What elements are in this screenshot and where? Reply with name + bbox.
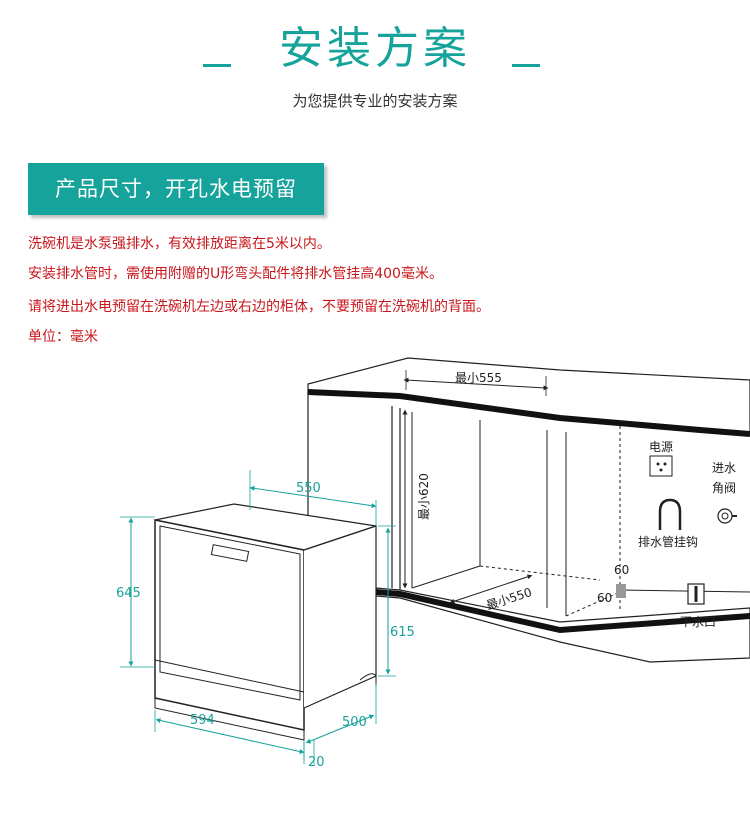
- dim-machine-depth: 500: [342, 715, 367, 730]
- inlet-valve-icon: 进水 角阀: [712, 461, 737, 524]
- page-title: 安装方案: [279, 23, 471, 74]
- utility-hole-marker: [616, 584, 626, 598]
- power-outlet-icon: 电源: [649, 440, 673, 477]
- drain-outlet-icon: 下水口: [680, 583, 716, 629]
- note-unit: 单位：毫米: [28, 329, 98, 345]
- section-title: 产品尺寸，开孔水电预留: [55, 177, 297, 201]
- dim-cabinet-min-width: 最小555: [455, 371, 502, 385]
- drain-hook-icon: 排水管挂钩: [638, 498, 698, 549]
- note-drain-distance: 洗碗机是水泵强排水，有效排放距离在5米以内。: [28, 236, 331, 252]
- cabinet-countertop: [307, 357, 750, 437]
- title-dash-right: [512, 64, 540, 67]
- dim-corner-2: 60: [597, 591, 612, 605]
- page-subtitle: 为您提供专业的安装方案: [292, 92, 458, 110]
- label-inlet-line1: 进水: [712, 461, 736, 475]
- label-power: 电源: [649, 440, 673, 454]
- note-drain-hose: 安装排水管时，需使用附赠的U形弯头配件将排水管挂高400毫米。: [28, 266, 443, 282]
- dim-cabinet-min-height: 最小620: [417, 473, 431, 520]
- installation-diagram: 最小555 最小620 最小550 60 60 电源 进水 角阀 排水管挂钩 下…: [116, 357, 750, 770]
- label-drain-outlet: 下水口: [680, 615, 716, 629]
- cabinet-opening: [411, 412, 621, 617]
- label-inlet-line2: 角阀: [712, 481, 736, 495]
- dim-machine-height: 645: [116, 586, 141, 601]
- dim-machine-width: 550: [296, 481, 321, 496]
- section-banner: 产品尺寸，开孔水电预留: [28, 163, 324, 215]
- title-dash-left: [203, 64, 231, 67]
- dim-machine-front-width: 594: [190, 713, 215, 728]
- dim-corner-1: 60: [614, 563, 629, 577]
- dim-cabinet-min-depth: 最小550: [485, 585, 534, 613]
- note-utility-position: 请将进出水电预留在洗碗机左边或右边的柜体，不要预留在洗碗机的背面。: [28, 299, 490, 315]
- dim-machine-bottom-gap: 20: [308, 755, 325, 770]
- dishwasher-body: [154, 503, 377, 741]
- dim-machine-side-height: 615: [390, 625, 415, 640]
- label-drain-hook: 排水管挂钩: [638, 534, 698, 549]
- page-header: 安装方案: [0, 14, 750, 84]
